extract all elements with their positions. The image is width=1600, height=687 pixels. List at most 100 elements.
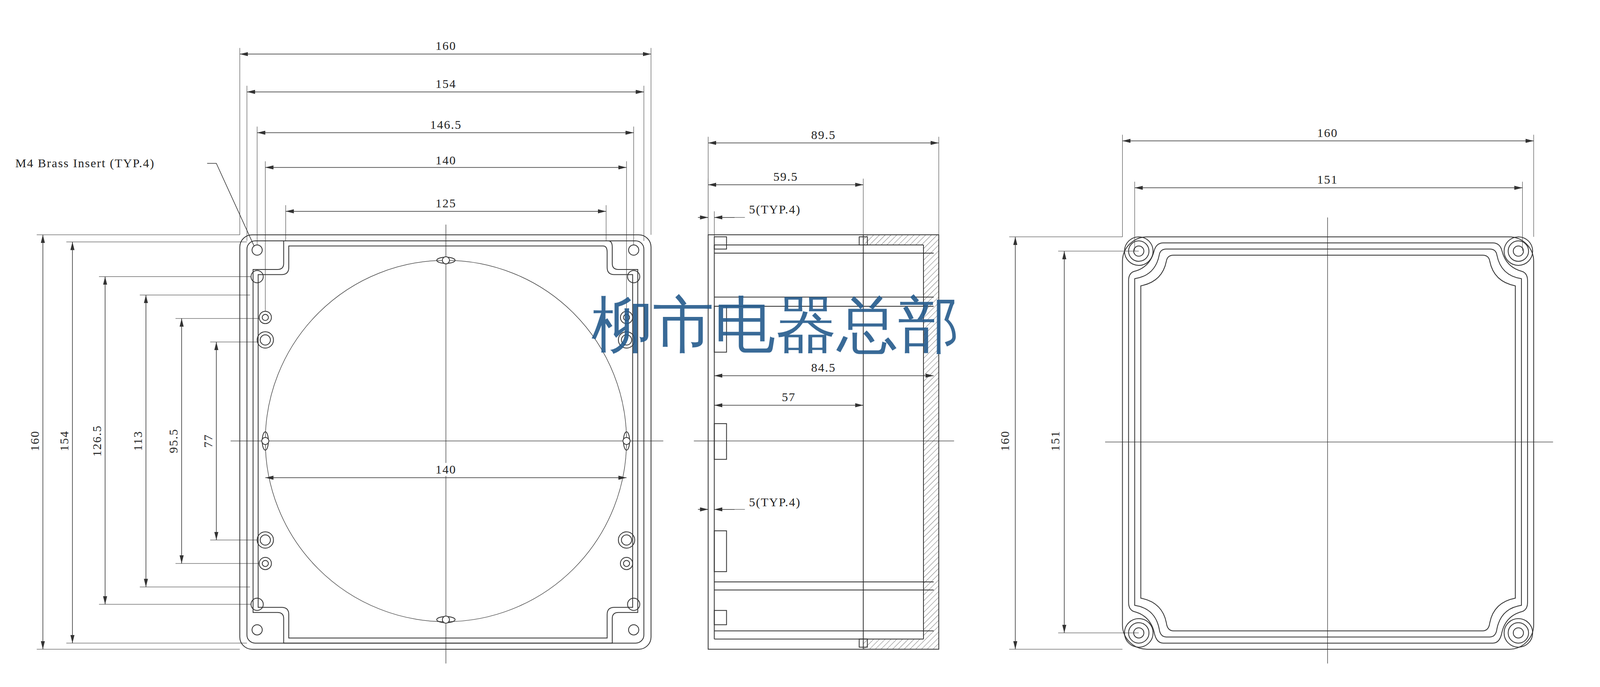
extension-line xyxy=(862,178,864,235)
dimension-label: 154 xyxy=(433,77,459,91)
dimension-label: 77 xyxy=(201,431,215,450)
dimension-label: 154 xyxy=(57,428,71,454)
wall-line xyxy=(714,638,924,640)
extension-line xyxy=(239,47,241,235)
dimension-label: 89.5 xyxy=(808,128,839,142)
dimension-line xyxy=(104,276,106,605)
cavity-wall-inner xyxy=(258,246,633,639)
dimension-label: 160 xyxy=(28,428,42,454)
extension-line xyxy=(256,126,258,246)
rib-line xyxy=(714,252,934,254)
dimension-line xyxy=(247,91,645,93)
extension-line xyxy=(1008,236,1123,238)
dimension-line xyxy=(1063,251,1065,634)
lid-rim-inner xyxy=(1140,255,1516,632)
extension-line xyxy=(650,47,652,235)
dimension-line xyxy=(1122,140,1534,142)
dimension-label: 57 xyxy=(779,390,798,404)
extension-line xyxy=(98,276,252,277)
extension-line xyxy=(734,509,745,510)
outer-outline xyxy=(239,234,651,650)
lid-rim-inner xyxy=(1134,249,1522,638)
dimension-label: 151 xyxy=(1314,173,1340,187)
dimension-label: 160 xyxy=(1314,126,1340,140)
dimension-label: 151 xyxy=(1048,428,1062,454)
dimension-label: 160 xyxy=(998,428,1012,454)
dimension-label: 126.5 xyxy=(90,423,104,460)
extension-line xyxy=(210,341,258,343)
dimension-line xyxy=(714,375,934,376)
dimension-line xyxy=(42,234,43,650)
dimension-line xyxy=(714,217,735,218)
extension-line xyxy=(734,217,745,218)
dimension-line xyxy=(707,184,863,185)
dimension-line xyxy=(714,404,863,406)
dimension-line xyxy=(145,294,147,587)
mounting-holes xyxy=(251,244,641,636)
dimension-line xyxy=(285,211,607,212)
dimension-label: 113 xyxy=(131,428,145,454)
extension-line xyxy=(175,563,260,564)
extension-line xyxy=(1533,134,1534,238)
extension-line xyxy=(707,137,709,236)
extension-line xyxy=(626,161,627,312)
front-view xyxy=(206,163,663,664)
extension-line xyxy=(285,205,286,241)
lid-hatch xyxy=(863,639,940,650)
dimension-line xyxy=(714,509,735,510)
dimension-label: 140 xyxy=(433,153,459,167)
lid-view xyxy=(1105,217,1553,664)
center-line xyxy=(694,440,955,442)
dimension-line xyxy=(698,509,709,510)
extension-line xyxy=(714,503,715,531)
extension-line xyxy=(643,85,645,241)
extension-line xyxy=(210,539,258,541)
dimension-label: 5(TYP.4) xyxy=(746,495,803,509)
dimension-line xyxy=(239,53,651,55)
extension-line xyxy=(938,137,940,236)
dimension-line xyxy=(698,217,709,218)
extension-line xyxy=(1058,251,1139,252)
center-line xyxy=(1327,217,1328,664)
extension-line xyxy=(633,126,634,246)
keyhole-tabs xyxy=(261,256,631,624)
extension-line xyxy=(139,294,250,296)
dimension-line xyxy=(181,318,182,564)
dimension-label: 140 xyxy=(433,462,459,477)
dimension-line xyxy=(257,132,634,133)
extension-line xyxy=(1522,181,1523,252)
dimension-label: 84.5 xyxy=(808,361,839,375)
extension-line xyxy=(265,161,266,312)
lid-hatch xyxy=(863,234,940,245)
extension-line xyxy=(36,649,240,650)
dimension-line xyxy=(215,341,217,540)
center-line xyxy=(230,440,664,442)
extension-line xyxy=(707,178,709,235)
extension-line xyxy=(714,211,715,237)
dimension-line xyxy=(1015,236,1016,650)
dimension-lines xyxy=(36,47,1534,650)
center-line xyxy=(1105,441,1553,443)
dimension-label: 125 xyxy=(433,196,459,210)
extension-line xyxy=(1058,632,1139,634)
extension-line xyxy=(605,205,607,241)
center-line xyxy=(445,224,447,664)
dimension-line xyxy=(71,242,73,644)
extension-line xyxy=(1008,649,1123,650)
cavity-wall xyxy=(253,240,639,644)
rib-line xyxy=(714,630,934,632)
dimension-line xyxy=(1134,187,1523,189)
dimension-line xyxy=(265,477,627,479)
dimension-label: 95.5 xyxy=(166,426,180,456)
dimension-line xyxy=(707,142,939,144)
lid-outline xyxy=(1122,236,1534,650)
extension-line xyxy=(175,318,260,319)
extension-line xyxy=(36,234,240,236)
wall-line xyxy=(714,244,924,246)
extension-line xyxy=(66,241,248,243)
rib-line xyxy=(714,589,934,591)
extension-line xyxy=(246,85,248,241)
callout-note: M4 Brass Insert (TYP.4) xyxy=(13,156,157,170)
